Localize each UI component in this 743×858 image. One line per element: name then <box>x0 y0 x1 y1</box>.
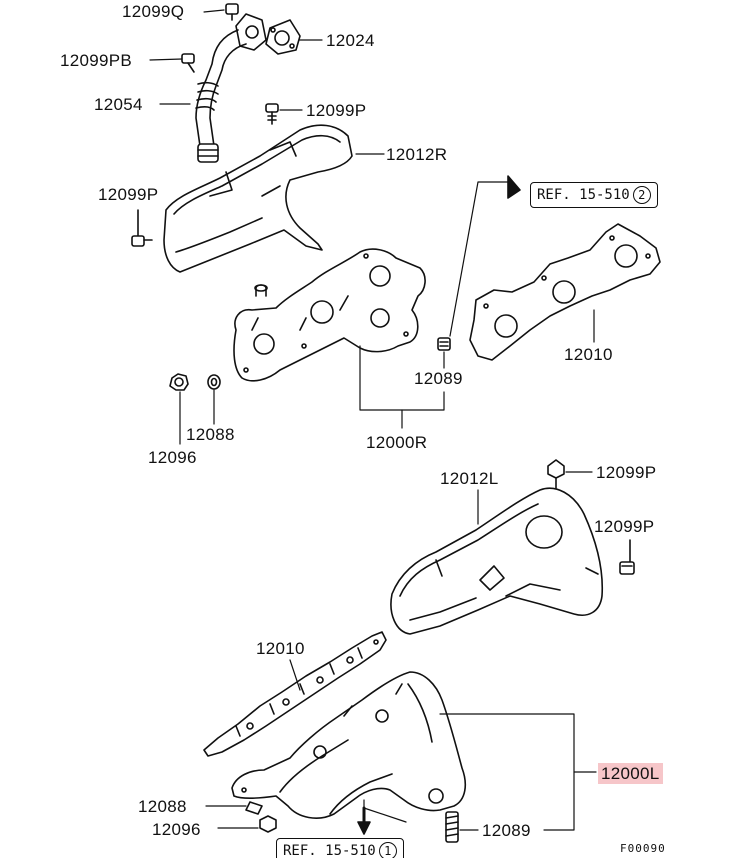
ref-number-bottom: 1 <box>378 842 397 858</box>
ref-text-top: REF. 15-510 <box>537 187 630 203</box>
part-label-12099q: 12099Q <box>122 2 185 21</box>
manifold-12000r-drawing <box>233 248 426 382</box>
part-label-12010-bottom: 12010 <box>256 639 305 658</box>
part-label-12099p-d: 12099P <box>594 517 655 536</box>
part-label-12089-bottom: 12089 <box>482 821 531 840</box>
nut-12096-bottom-drawing <box>259 815 277 833</box>
bolt-12099p-a-drawing <box>265 103 279 125</box>
ref-text-bottom: REF. 15-510 <box>283 843 376 858</box>
stud-12089-top-drawing <box>437 337 451 351</box>
part-label-12010-top: 12010 <box>564 345 613 364</box>
part-label-12012l: 12012L <box>440 469 499 488</box>
bolt-12099q-drawing <box>225 3 239 21</box>
gasket-12024-drawing <box>265 19 301 55</box>
part-label-12000l-highlighted[interactable]: 12000L <box>598 763 663 784</box>
ref-leader-bottom <box>363 799 407 823</box>
leader-12010-bottom <box>289 659 301 691</box>
part-label-12089-top: 12089 <box>414 369 463 388</box>
part-label-12096-bottom: 12096 <box>152 820 201 839</box>
bolt-12099p-b-drawing <box>131 209 153 247</box>
part-label-12099p-a: 12099P <box>306 101 367 120</box>
heat-shield-12012l-drawing <box>390 487 604 635</box>
bolt-12099pb-drawing <box>181 53 195 73</box>
bolt-12099p-d-drawing <box>619 539 635 575</box>
part-label-12096-top: 12096 <box>148 448 197 467</box>
oil-pipe-12054-drawing <box>195 13 267 163</box>
ref-arrow-bottom <box>357 821 371 835</box>
gasket-12010-bottom-drawing <box>203 631 387 757</box>
bolt-12099p-c-drawing <box>547 459 565 489</box>
washer-12088-bottom-drawing <box>245 801 263 815</box>
part-label-12000r: 12000R <box>366 433 428 452</box>
part-label-12099pb: 12099PB <box>60 51 133 70</box>
part-label-12088-top: 12088 <box>186 425 235 444</box>
gasket-12010-top-drawing <box>469 223 661 361</box>
leader-12099q <box>203 9 225 13</box>
part-label-12024: 12024 <box>326 31 375 50</box>
manifold-12000l-drawing <box>231 671 467 819</box>
part-label-12012r: 12012R <box>386 145 448 164</box>
part-label-12054: 12054 <box>94 95 143 114</box>
nut-12096-top-drawing <box>169 373 189 391</box>
stud-12089-bottom-drawing <box>445 811 459 843</box>
part-label-12088-bottom: 12088 <box>138 797 187 816</box>
part-label-12099p-b: 12099P <box>98 185 159 204</box>
part-label-12099p-c: 12099P <box>596 463 657 482</box>
heat-shield-12012r-drawing <box>163 124 353 273</box>
washer-12088-top-drawing <box>207 374 221 390</box>
ref-arrow-top <box>507 175 521 199</box>
ref-leader-top <box>449 181 509 337</box>
leader-12099pb <box>149 58 183 61</box>
ref-number-top: 2 <box>632 186 651 204</box>
figure-code: F00090 <box>620 842 666 855</box>
